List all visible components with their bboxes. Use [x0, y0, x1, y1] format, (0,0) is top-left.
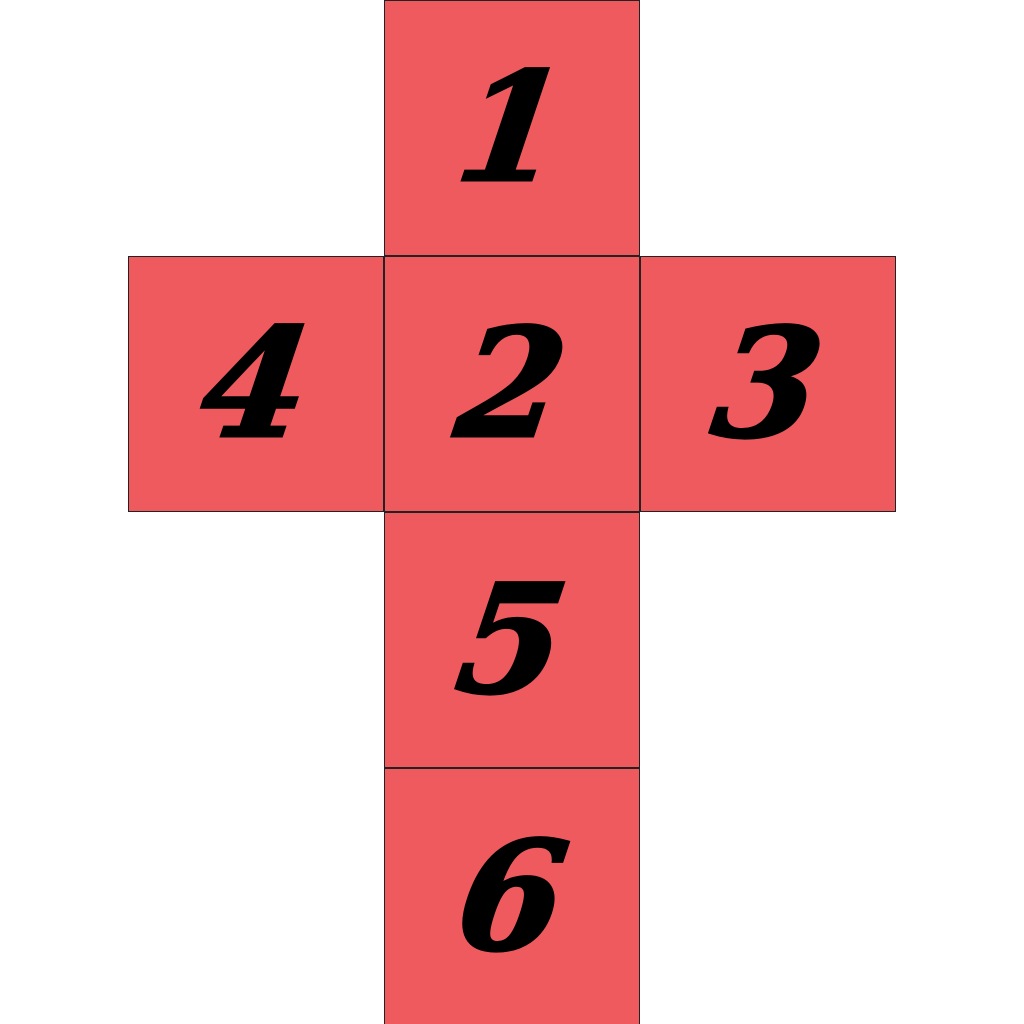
- cube-face-1: 1: [384, 0, 640, 256]
- cube-face-6: 6: [384, 768, 640, 1024]
- face-4-digit: 4: [190, 295, 322, 474]
- cube-face-4: 4: [128, 256, 384, 512]
- cube-face-3: 3: [640, 256, 896, 512]
- cube-face-5: 5: [384, 512, 640, 768]
- face-1-digit: 1: [446, 39, 578, 218]
- face-5-digit: 5: [446, 551, 578, 730]
- cube-face-2: 2: [384, 256, 640, 512]
- face-3-digit: 3: [702, 295, 834, 474]
- face-6-digit: 6: [446, 807, 578, 986]
- face-2-digit: 2: [446, 295, 578, 474]
